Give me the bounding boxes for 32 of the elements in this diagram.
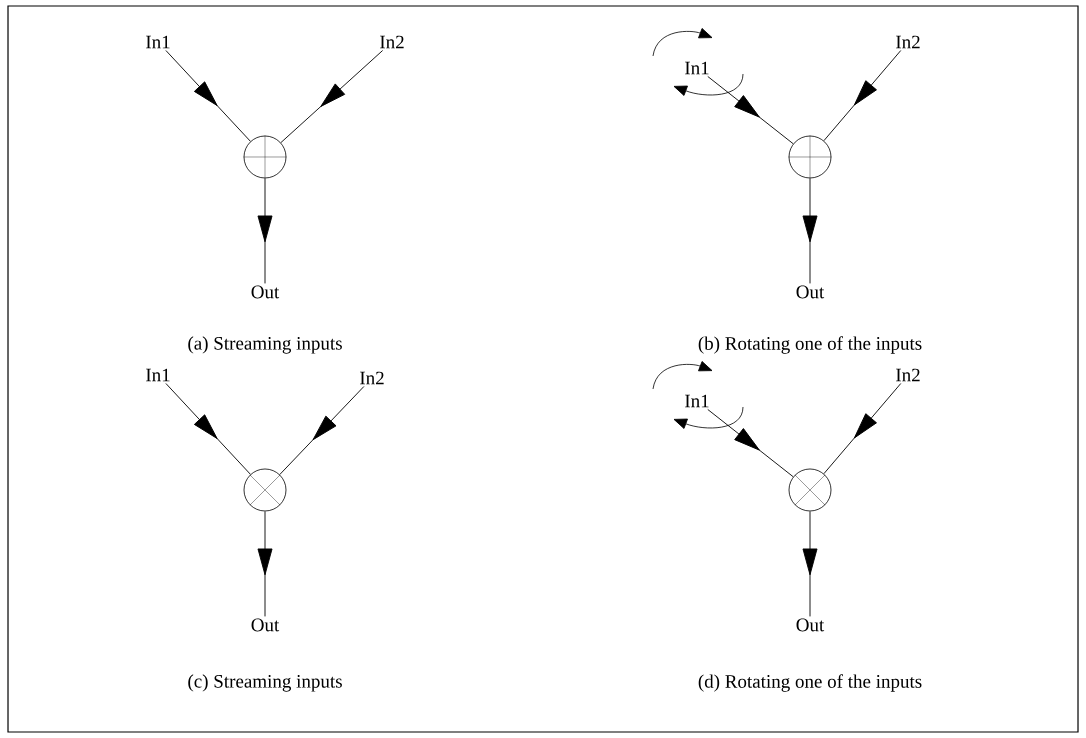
adder-symbol <box>243 135 287 179</box>
arrow <box>707 76 794 145</box>
signal-label: Out <box>796 285 825 299</box>
caption: (c) Streaming inputs <box>188 674 342 692</box>
arrow <box>823 383 902 475</box>
caption: (d) Rotating one of the inputs <box>698 674 922 692</box>
arrow <box>165 50 251 142</box>
caption: (a) Streaming inputs <box>188 336 342 354</box>
caption: (b) Rotating one of the inputs <box>698 336 922 354</box>
arrow <box>802 510 818 617</box>
arrow <box>257 510 273 617</box>
arrow <box>802 177 818 284</box>
signal-label: In2 <box>360 371 384 385</box>
signal-label: In1 <box>146 368 170 382</box>
arrow <box>707 409 794 478</box>
arrow <box>257 177 273 284</box>
arrow <box>279 386 365 475</box>
signal-label: In2 <box>380 35 404 49</box>
multiplier-symbol <box>788 468 832 512</box>
signal-label: Out <box>251 618 280 632</box>
signal-label: In1 <box>685 394 709 408</box>
arrow <box>823 50 902 142</box>
signal-label: In2 <box>896 35 920 49</box>
signal-label: In2 <box>896 368 920 382</box>
adder-symbol <box>788 135 832 179</box>
arrow <box>165 383 251 475</box>
signal-label: Out <box>796 618 825 632</box>
signal-label: In1 <box>146 35 170 49</box>
arrow <box>280 50 384 144</box>
signal-label: Out <box>251 285 280 299</box>
signal-label: In1 <box>685 61 709 75</box>
multiplier-symbol <box>243 468 287 512</box>
